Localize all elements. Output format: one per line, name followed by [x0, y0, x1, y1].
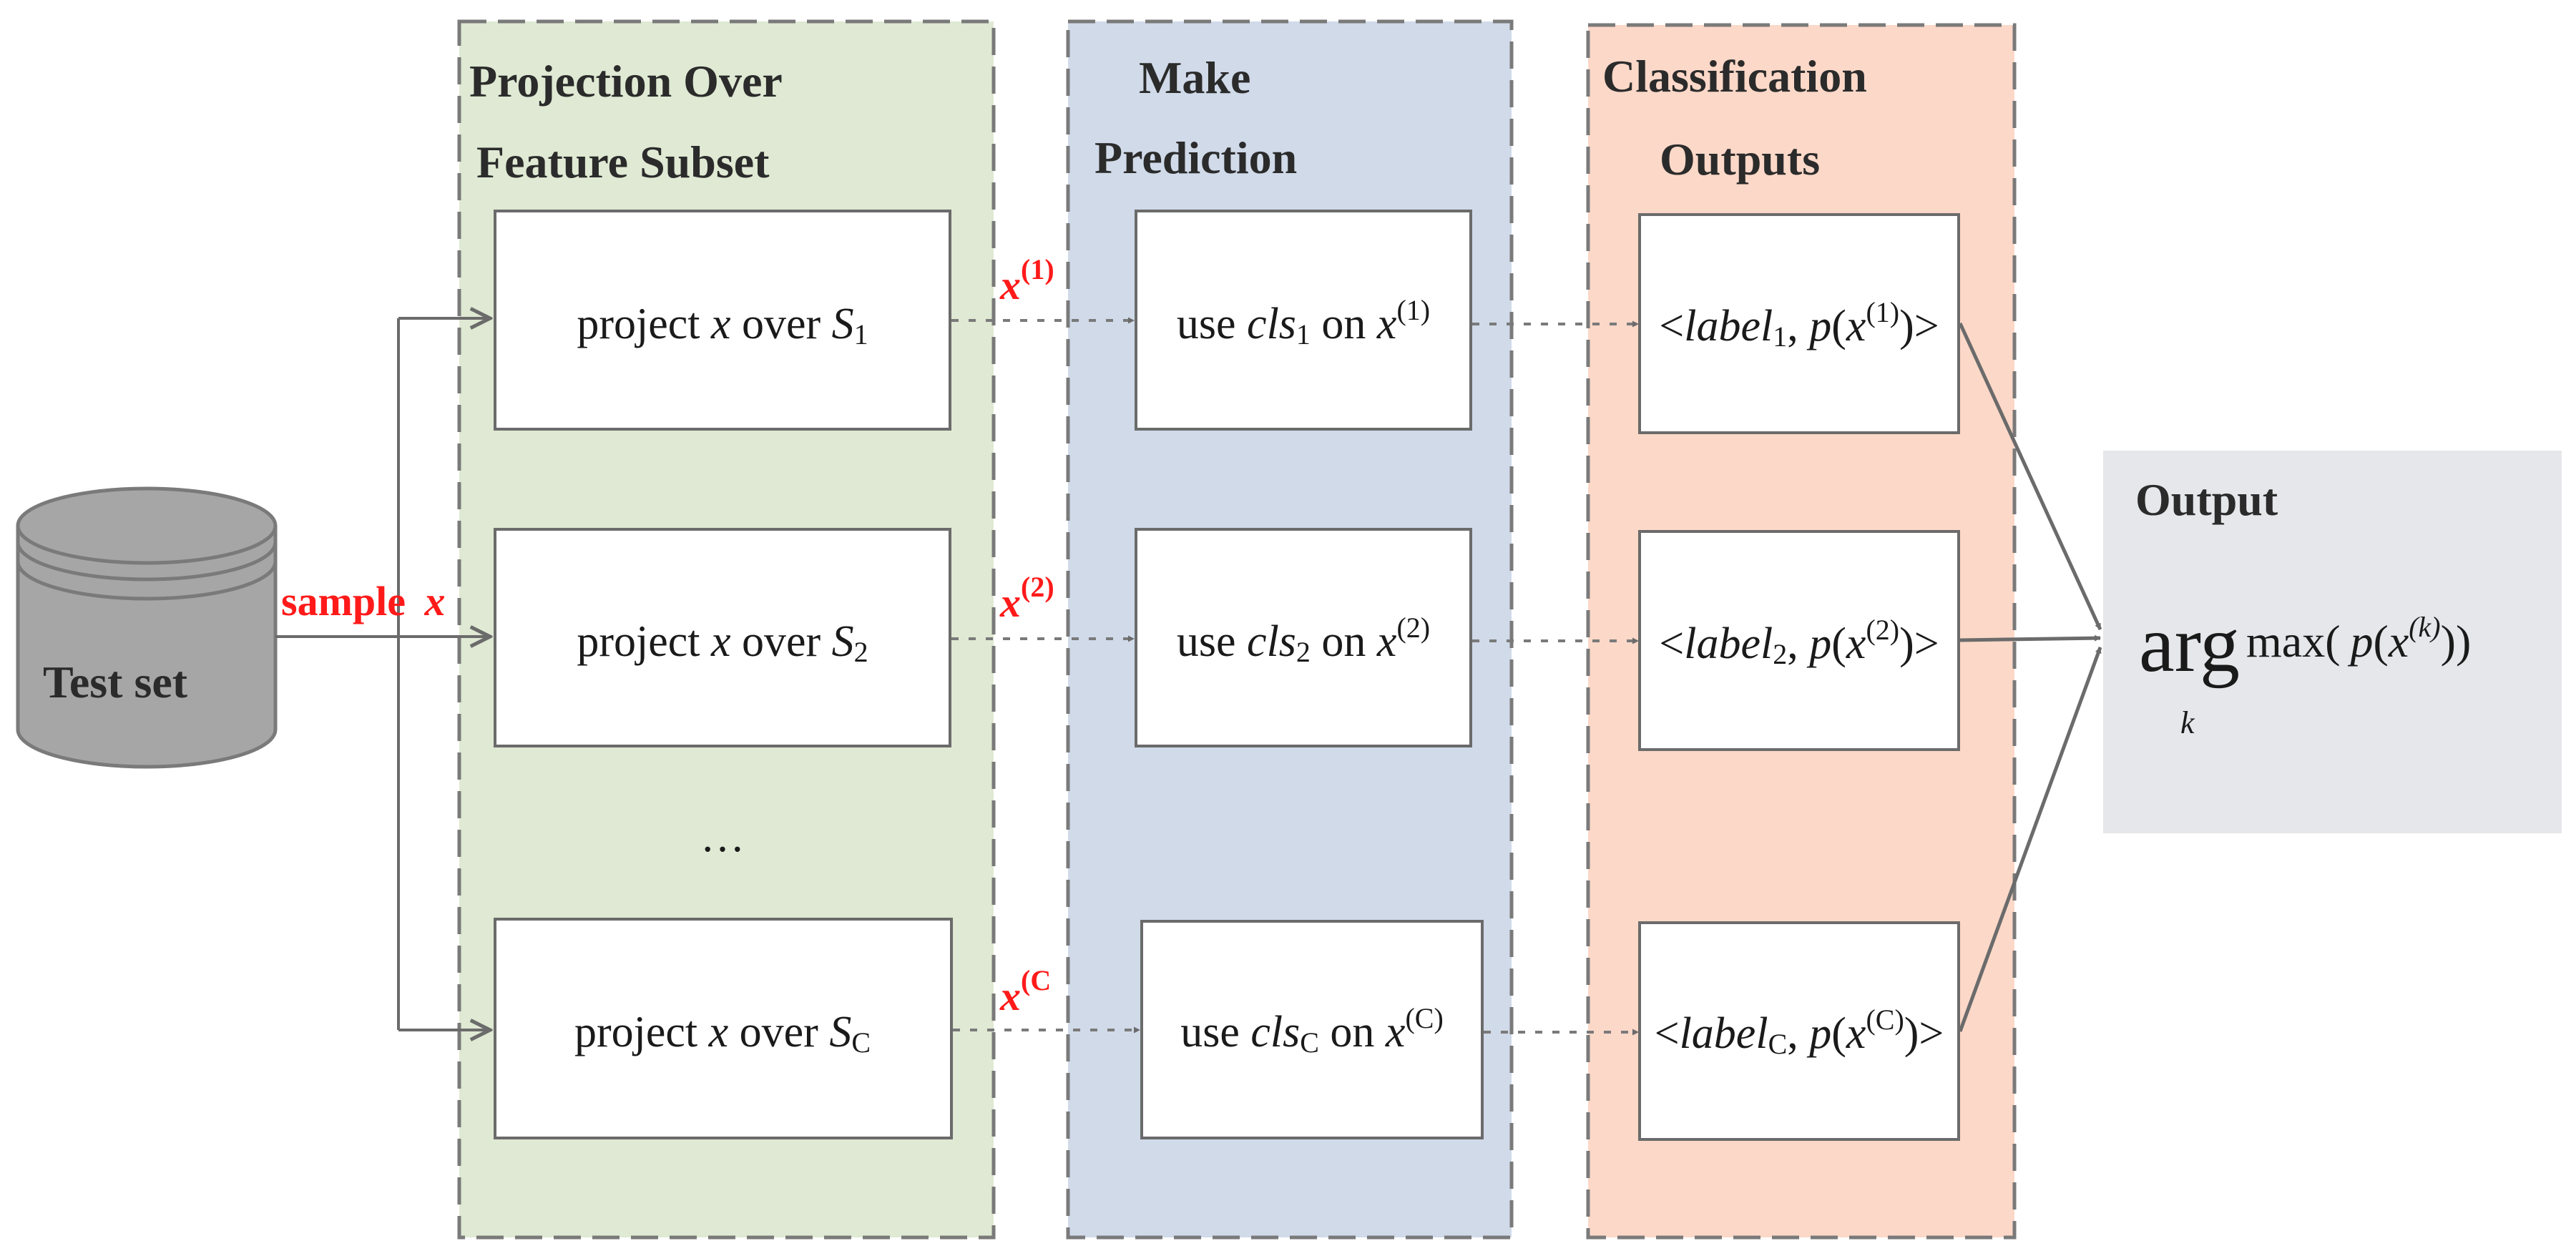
- test-set-database-icon: Test set: [16, 486, 278, 769]
- classification-output-box: <label2, p(x(2))>: [1638, 530, 1960, 751]
- sample-var: x: [424, 578, 446, 624]
- prediction-box-text: use cls2 on x(2): [1177, 612, 1430, 668]
- converging-edges: [1958, 322, 2102, 1032]
- stage-title-line: Outputs: [1660, 134, 1820, 185]
- sample-text: sample: [281, 578, 406, 624]
- projected-vector-label: x(C: [999, 964, 1051, 1019]
- distribution-edges: [275, 318, 490, 1030]
- stage-title-line: Make: [1139, 52, 1250, 103]
- classification-output-box: <label1, p(x(1))>: [1638, 213, 1960, 434]
- stage-title-line: Prediction: [1094, 132, 1297, 183]
- stage-title-line: Projection Over: [469, 56, 782, 107]
- argmax-word: arg: [2139, 600, 2240, 689]
- stage-title-line: Feature Subset: [476, 137, 770, 187]
- final-output-panel: Output arg k max(p(x(k))): [2103, 451, 2562, 833]
- sample-input-label: sample x: [281, 578, 446, 624]
- projected-vector-label: x(2): [999, 571, 1054, 626]
- stage-title-projection: Projection Over Feature Subset: [469, 56, 793, 187]
- argmax-expression: max(p(x(k))): [2246, 611, 2471, 667]
- classification-output-box: <labelC, p(x(C))>: [1638, 921, 1960, 1141]
- projection-box: project x over SC: [494, 918, 953, 1139]
- stage-title-line: Classification: [1602, 51, 1867, 102]
- stage-title-prediction: Make Prediction: [1094, 52, 1297, 183]
- prediction-box: use clsC on x(C): [1140, 920, 1484, 1139]
- ellipsis: …: [700, 813, 745, 861]
- prediction-box: use cls2 on x(2): [1135, 528, 1472, 747]
- classification-output-text: <label1, p(x(1))>: [1659, 296, 1939, 353]
- projection-box: project x over S1: [494, 210, 951, 431]
- projection-box-text: project x over S2: [577, 617, 868, 668]
- classification-output-text: <labelC, p(x(C))>: [1655, 1004, 1944, 1060]
- classification-output-text: <label2, p(x(2))>: [1659, 614, 1939, 670]
- projection-box: project x over S2: [494, 528, 951, 747]
- final-output-title: Output: [2135, 474, 2278, 525]
- stage-title-outputs: Classification Outputs: [1602, 51, 1879, 185]
- dotted-edges: [951, 317, 1639, 1036]
- prediction-box: use cls1 on x(1): [1135, 210, 1472, 431]
- argmax-subscript: k: [2180, 705, 2195, 740]
- test-set-label: Test set: [43, 657, 188, 707]
- projection-box-text: project x over S1: [577, 300, 868, 350]
- prediction-box-text: use clsC on x(C): [1180, 1002, 1444, 1059]
- projected-vector-label: x(1): [999, 253, 1054, 308]
- projection-box-text: project x over SC: [574, 1008, 871, 1059]
- prediction-box-text: use cls1 on x(1): [1177, 294, 1430, 350]
